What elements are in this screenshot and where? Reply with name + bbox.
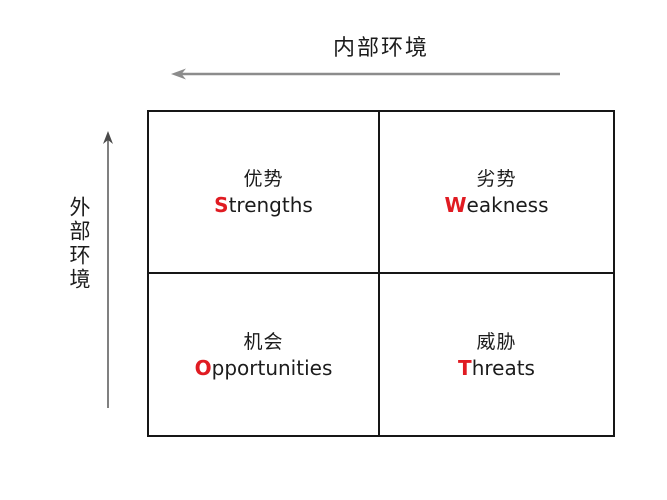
- internal-environment-label: 内部环境: [332, 36, 429, 61]
- weakness-label-zh: 劣势: [476, 168, 517, 190]
- strengths-label-en: Strengths: [214, 192, 313, 218]
- external-axis-arrow: [103, 131, 113, 408]
- external-environment-label: 外部环境: [67, 196, 91, 292]
- weakness-label-en: Weakness: [444, 192, 548, 218]
- swot-matrix: 优势 Strengths 劣势 Weakness 机会 Opportunitie…: [147, 110, 615, 437]
- threats-rest: hreats: [471, 355, 535, 380]
- opportunities-label-zh: 机会: [243, 330, 284, 353]
- threats-label-en: Threats: [458, 355, 535, 381]
- quadrant-weakness: 劣势 Weakness: [380, 112, 613, 274]
- threats-initial: T: [458, 355, 472, 380]
- left-arrowhead-icon: [171, 68, 186, 80]
- quadrant-threats: 威胁 Threats: [380, 274, 613, 435]
- opportunities-label-en: Opportunities: [195, 355, 333, 381]
- quadrant-opportunities: 机会 Opportunities: [149, 274, 380, 435]
- threats-label-zh: 威胁: [476, 330, 517, 353]
- up-arrowhead-icon: [103, 131, 113, 144]
- opportunities-initial: O: [194, 355, 212, 380]
- strengths-label-zh: 优势: [243, 168, 284, 190]
- internal-axis-arrow: [171, 68, 560, 80]
- strengths-initial: S: [214, 193, 229, 217]
- opportunities-rest: pportunities: [211, 355, 333, 380]
- quadrant-strengths: 优势 Strengths: [149, 112, 380, 274]
- weakness-initial: W: [444, 193, 467, 217]
- weakness-rest: eakness: [466, 193, 549, 217]
- strengths-rest: trengths: [228, 193, 313, 217]
